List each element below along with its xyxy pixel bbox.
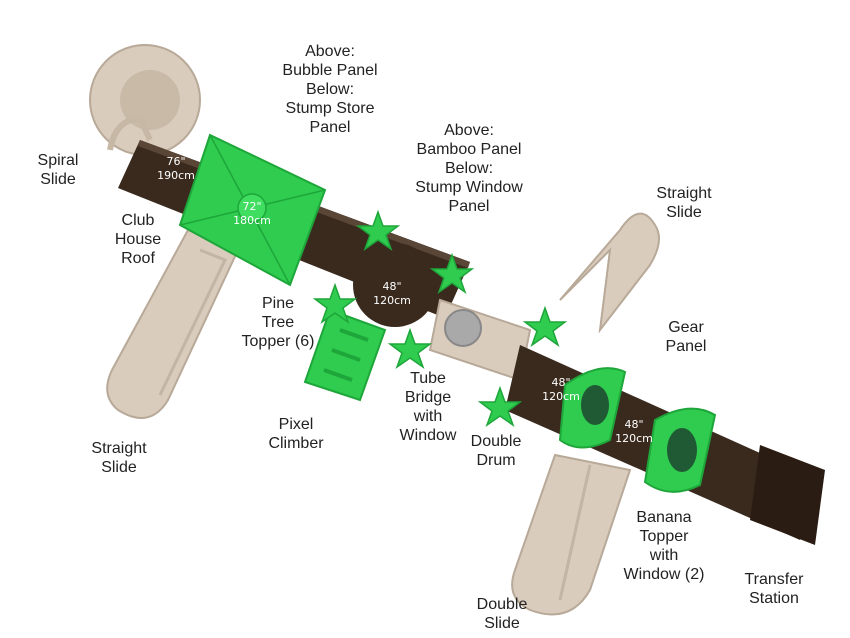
label-double-slide: Double Slide bbox=[476, 596, 528, 632]
round-deck-middle bbox=[353, 243, 437, 327]
dim-48b-cm: 120cm bbox=[542, 390, 580, 403]
dim-48b-in: 48" bbox=[551, 376, 570, 389]
banana-topper-2 bbox=[643, 407, 717, 493]
dim-76-in: 76" bbox=[166, 155, 185, 168]
double-slide-shape bbox=[511, 453, 632, 616]
pine-topper-2 bbox=[429, 252, 475, 294]
dim-48c-in: 48" bbox=[624, 418, 643, 431]
label-straight-slide-right: Straight Slide bbox=[656, 185, 712, 221]
label-pine-tree-topper: Pine Tree Topper (6) bbox=[241, 295, 315, 350]
dim-72-in: 72" bbox=[242, 200, 261, 213]
label-club-house-roof: Club House Roof bbox=[114, 212, 162, 267]
dim-48c-cm: 120cm bbox=[615, 432, 653, 445]
straight-slide-right-shape bbox=[559, 212, 660, 334]
pine-topper-6 bbox=[477, 385, 523, 427]
label-bubble-stump-store: Above: Bubble Panel Below: Stump Store P… bbox=[282, 43, 378, 136]
pine-topper-5 bbox=[522, 305, 568, 347]
banana-topper-1 bbox=[558, 367, 627, 449]
label-tube-bridge: Tube Bridge with Window bbox=[399, 370, 457, 444]
spiral-slide-shape bbox=[89, 44, 201, 156]
pixel-climber-shape bbox=[303, 308, 387, 402]
label-pixel-climber: Pixel Climber bbox=[268, 416, 324, 452]
dim-48a-in: 48" bbox=[382, 280, 401, 293]
pine-topper-3 bbox=[312, 282, 358, 324]
label-bamboo-stump-window: Above: Bamboo Panel Below: Stump Window … bbox=[415, 122, 523, 215]
label-banana-topper: Banana Topper with Window (2) bbox=[623, 509, 705, 583]
straight-slide-left-shape bbox=[106, 228, 240, 419]
label-gear-panel: Gear Panel bbox=[665, 319, 707, 355]
tube-bridge-shape bbox=[428, 298, 532, 382]
dim-72-cm: 180cm bbox=[233, 214, 271, 227]
label-spiral-slide: Spiral Slide bbox=[37, 152, 79, 188]
pine-topper-1 bbox=[355, 209, 401, 251]
dim-48a-cm: 120cm bbox=[373, 294, 411, 307]
dim-76-cm: 190cm bbox=[157, 169, 195, 182]
label-straight-slide-left: Straight Slide bbox=[91, 440, 147, 476]
pine-topper-4 bbox=[387, 327, 433, 369]
label-double-drum: Double Drum bbox=[470, 433, 522, 469]
label-transfer-station: Transfer Station bbox=[744, 571, 804, 607]
club-house-roof-shape bbox=[178, 133, 327, 287]
pine-tree-toppers bbox=[312, 209, 568, 427]
